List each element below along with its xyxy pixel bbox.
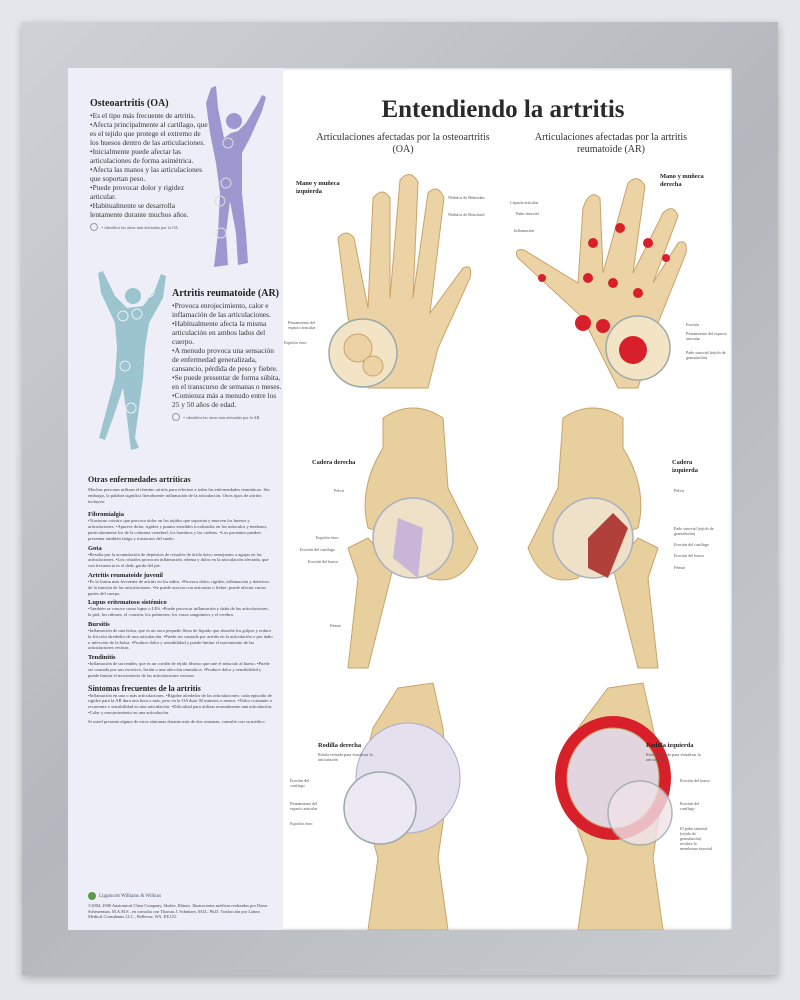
poster-title: Entendiendo la artritis bbox=[381, 96, 625, 123]
oa-section: Osteoartritis (OA) •Es el tipo más frecu… bbox=[90, 98, 208, 231]
other-diseases-intro: Muchas personas utilizan el término artr… bbox=[88, 487, 270, 504]
left-knee-illustration bbox=[555, 682, 673, 930]
label-synovium: Paño sinovial bbox=[516, 211, 539, 216]
disease-text: •Inflamación de una bolsa, que es un sac… bbox=[88, 627, 273, 651]
label-knee-left-rotated: Rótula retirada para visualizar la artic… bbox=[646, 752, 701, 762]
oa-hand-illustration bbox=[328, 174, 472, 389]
publisher-name: Lippincott Williams & Wilkins bbox=[99, 893, 162, 899]
label-bouchard: Nódulos de Bouchard bbox=[448, 212, 485, 217]
disease-text: •También se conoce como lupus o LES. •Pu… bbox=[88, 606, 269, 618]
ar-bullet: •A menudo provoca una sensación de enfer… bbox=[172, 346, 278, 373]
oa-legend-row: = identifica las áreas más afectadas por… bbox=[90, 223, 208, 231]
label-bone-erosion-left: Erosión del hueso bbox=[674, 553, 705, 558]
left-info-panel bbox=[68, 68, 283, 930]
right-hip-illustration bbox=[347, 407, 479, 669]
oa-bullet: •Afecta principalmente al cartílago, que… bbox=[90, 120, 208, 147]
oa-subtitle: Articulaciones afectadas por la osteoart… bbox=[316, 132, 490, 155]
legend-circle-icon bbox=[90, 223, 98, 231]
oa-heading: Osteoartritis (OA) bbox=[90, 98, 169, 109]
label-pelvis-left: Pelvis bbox=[674, 488, 685, 493]
disease-text: •Resulta por la acumulación de depósitos… bbox=[88, 551, 269, 569]
oa-bullet: •Afecta las manos y las articulaciones q… bbox=[90, 165, 202, 183]
label-bone-spurs-hip: Espolón óseo bbox=[316, 535, 339, 540]
disease-title: Tendinitis bbox=[88, 654, 116, 662]
disease-text: •Es la forma más frecuente de artritis e… bbox=[88, 578, 270, 596]
label-knee-cartilage: Erosión del cartílago bbox=[290, 778, 310, 788]
label-knee-pannus: El paño sinovial (tejido de granulación)… bbox=[680, 826, 712, 851]
right-knee-illustration bbox=[343, 682, 461, 930]
ar-legend: = identifica las áreas más afectadas por… bbox=[183, 414, 261, 420]
label-knee-left: Rodilla izquierda bbox=[646, 742, 694, 749]
publisher-logo-icon bbox=[88, 892, 96, 901]
label-pannus-hip: Paño sinovial (tejido de granulación) bbox=[674, 526, 714, 536]
ar-hand-illustration bbox=[516, 178, 687, 389]
label-femur-left: Fémur bbox=[674, 565, 685, 570]
label-erosion: Erosión bbox=[686, 322, 700, 327]
other-diseases-section: Otras enfermedades artríticas Muchas per… bbox=[88, 475, 273, 920]
label-hip-left: Cadera izquierda bbox=[672, 459, 698, 474]
illustrations bbox=[328, 174, 687, 930]
legend-circle-icon bbox=[172, 413, 180, 421]
label-knee-rotated: Rótula retirada para visualizar la artic… bbox=[318, 752, 373, 762]
label-heberden: Nódulos de Heberden bbox=[448, 195, 485, 200]
copyright: ©2004, 2006 Anatomical Chart Company, Sk… bbox=[88, 903, 268, 920]
label-cartilage-erosion-left: Erosión del cartílago bbox=[674, 542, 709, 547]
ar-legend-row: = identifica las áreas más afectadas por… bbox=[172, 413, 282, 421]
ar-body-figure bbox=[98, 271, 166, 450]
disease-title: Lupus eritematoso sistémico bbox=[88, 599, 167, 607]
label-joint-capsule: Cápsula articular bbox=[510, 200, 539, 205]
oa-body-figure bbox=[206, 86, 266, 267]
label-pannus: Paño sinovial (tejido de granulación) bbox=[686, 350, 726, 360]
label-bone-erosion: Erosión del hueso bbox=[308, 559, 339, 564]
oa-bullet: •Habitualmente se desarrolla lentamente … bbox=[90, 201, 189, 219]
label-knee-joint-space: Pinzamiento del espacio articular bbox=[290, 801, 318, 811]
ar-bullet: •Se puede presentar de forma súbita, en … bbox=[172, 373, 282, 391]
label-bone-spurs: Espolón óseo bbox=[284, 340, 307, 345]
label-hand-left: Mano y muñeca izquierda bbox=[296, 180, 340, 195]
ar-bullet: •Habitualmente afecta la misma articulac… bbox=[172, 319, 267, 346]
oa-bullet: •Es el tipo más frecuente de artritis. bbox=[90, 111, 196, 120]
label-knee-left-cartilage: Erosión del cartílago bbox=[680, 801, 700, 811]
label-knee-right: Rodilla derecha bbox=[318, 742, 362, 749]
disease-title: Artritis reumatoide juvenil bbox=[88, 571, 163, 579]
ar-heading: Artritis reumatoide (AR) bbox=[172, 288, 280, 299]
ar-section: Artritis reumatoide (AR) •Provoca enroje… bbox=[172, 288, 282, 421]
other-diseases-heading: Otras enfermedades artríticas bbox=[88, 475, 191, 484]
disease-text: •Inflamación de un tendón, que es un cor… bbox=[88, 661, 270, 678]
label-inflammation: Inflamación bbox=[514, 228, 535, 233]
disease-title: Bursitis bbox=[88, 620, 110, 628]
symptoms-note: Si usted presenta alguno de estos síntom… bbox=[88, 718, 266, 724]
label-cartilage-erosion: Erosión del cartílago bbox=[300, 547, 335, 552]
label-knee-spurs: Espolón óseo bbox=[290, 821, 313, 826]
ar-subtitle: Articulaciones afectadas por la artritis… bbox=[534, 132, 688, 155]
arthritis-poster: Osteoartritis (OA) •Es el tipo más frecu… bbox=[68, 68, 732, 930]
ar-bullet: •Comienza más a menudo entre los 25 y 50… bbox=[172, 391, 277, 409]
disease-title: Fibromialgia bbox=[88, 511, 124, 519]
label-hand-right: Mano y muñeca derecha bbox=[660, 173, 704, 188]
label-joint-space: Pinzamiento del espacio articular bbox=[288, 320, 316, 330]
disease-text: •Trastorno crónico que provoca dolor en … bbox=[88, 518, 268, 541]
label-joint-space-ar: Pinzamiento del espacio articular bbox=[686, 331, 727, 341]
label-knee-bone-erosion: Erosión del hueso bbox=[680, 778, 711, 783]
ar-bullet: •Provoca enrojecimiento, calor e inflama… bbox=[172, 301, 271, 319]
oa-bullet: •Puede provocar dolor y rigidez articula… bbox=[90, 183, 185, 201]
left-hip-illustration bbox=[527, 407, 659, 669]
disease-title: Gota bbox=[88, 544, 102, 552]
oa-bullet: •Inicialmente puede afectar las articula… bbox=[90, 147, 194, 165]
label-pelvis: Pelvis bbox=[334, 488, 345, 493]
label-hip-right: Cadera derecha bbox=[312, 459, 356, 466]
label-femur: Fémur bbox=[330, 623, 341, 628]
oa-legend: = identifica las áreas más afectadas por… bbox=[101, 224, 179, 230]
footer: Lippincott Williams & Wilkins ©2004, 200… bbox=[88, 886, 273, 920]
symptoms-text: •Inflamación en una o más articulaciones… bbox=[88, 692, 273, 715]
symptoms-heading: Síntomas frecuentes de la artritis bbox=[88, 683, 201, 693]
